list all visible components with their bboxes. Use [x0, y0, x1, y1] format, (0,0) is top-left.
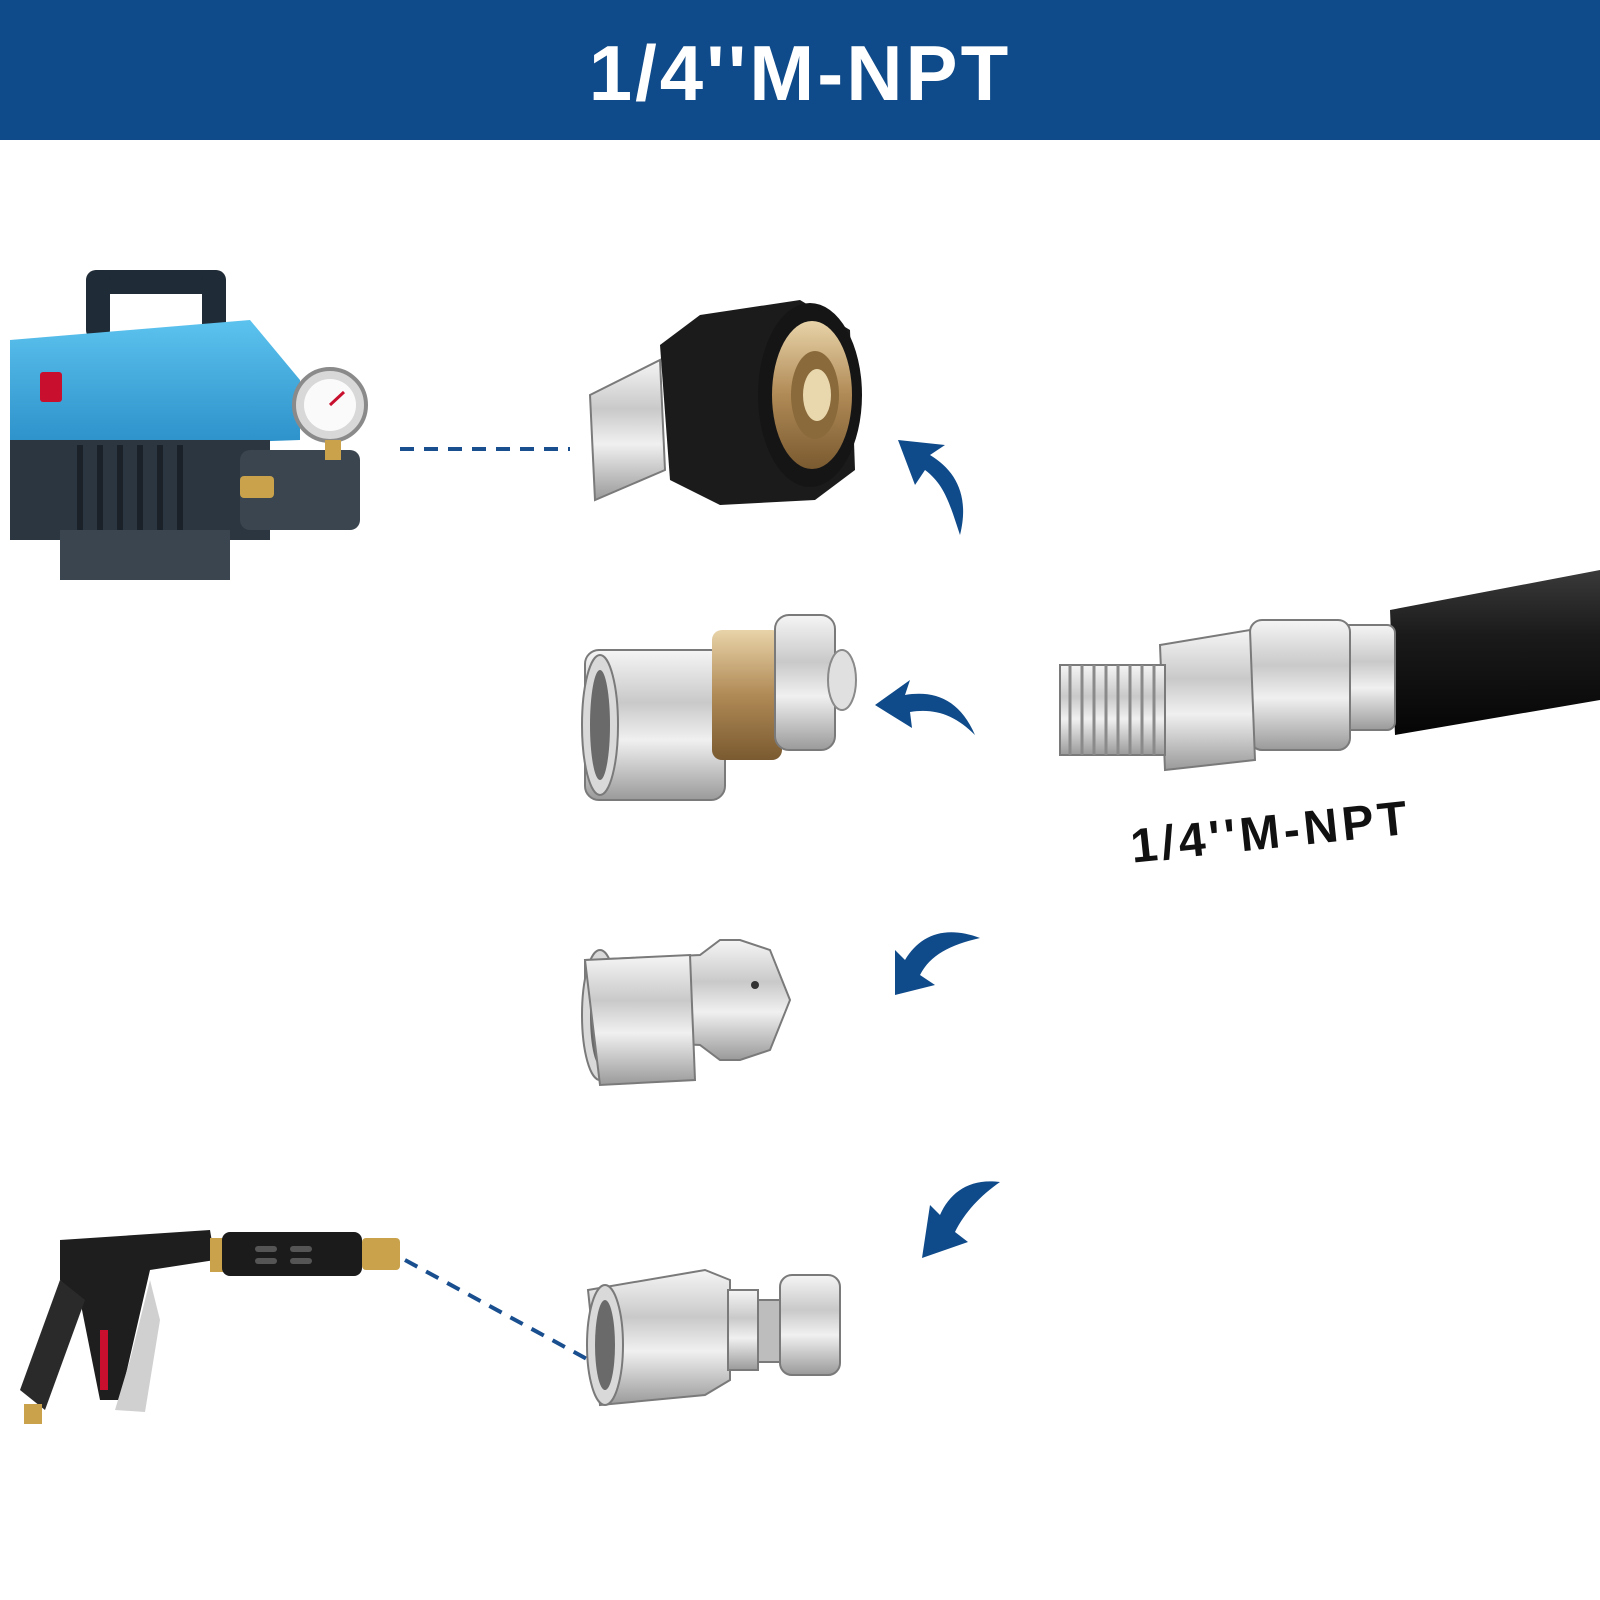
hose-fitting-icon: [1059, 570, 1600, 772]
arrow-3-icon: [895, 932, 980, 995]
spray-gun-icon: [20, 1230, 400, 1424]
pressure-washer-icon: [10, 270, 368, 580]
connector-line-bottom: [404, 1258, 599, 1367]
header-banner: 1/4''M-NPT: [0, 0, 1600, 140]
m22-coupler-icon: [588, 300, 862, 505]
arrow-1-icon: [898, 440, 964, 535]
arrow-2-icon: [875, 680, 975, 735]
rotating-nozzle-icon: [581, 614, 857, 801]
banner-title: 1/4''M-NPT: [588, 28, 1012, 117]
arrow-4-icon: [922, 1181, 1000, 1258]
quick-connect-plug-icon: [586, 1268, 841, 1407]
sewer-nozzle-icon: [581, 939, 792, 1087]
arrow-group: [875, 440, 1000, 1258]
